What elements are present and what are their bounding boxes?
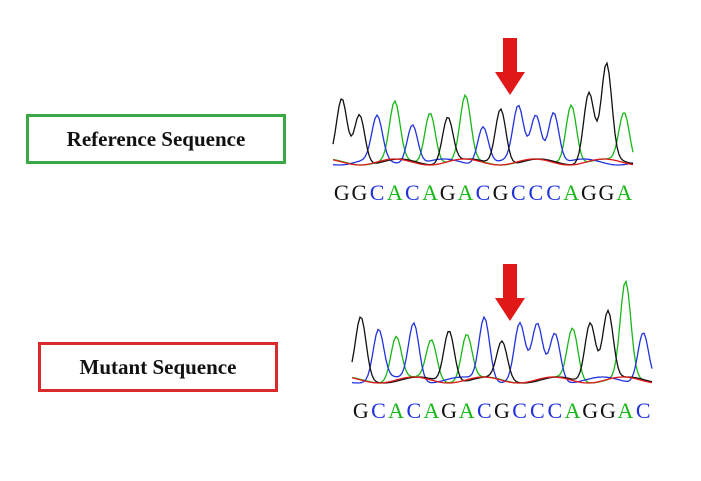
reference-sequence-label-text: Reference Sequence	[66, 126, 246, 151]
reference-base-16: G	[599, 180, 615, 205]
reference-base-12: C	[529, 180, 544, 205]
mutant-base-8: C	[477, 398, 492, 423]
mutant-trace-T	[351, 376, 653, 384]
reference-mutation-arrow	[495, 38, 525, 95]
reference-base-9: C	[476, 180, 491, 205]
reference-trace-C	[332, 104, 634, 166]
reference-traces	[332, 61, 634, 166]
reference-base-7: G	[440, 180, 456, 205]
mutant-base-5: A	[423, 398, 439, 423]
reference-base-6: A	[422, 180, 438, 205]
mutant-base-7: A	[459, 398, 475, 423]
mutant-base-11: C	[530, 398, 545, 423]
mutant-sequence-label: Mutant Sequence	[38, 342, 278, 392]
reference-base-10: G	[493, 180, 509, 205]
mutant-trace-C	[351, 315, 653, 384]
reference-trace-T	[332, 158, 634, 166]
mutant-base-14: G	[582, 398, 598, 423]
mutant-trace-A	[351, 279, 653, 384]
reference-base-3: C	[370, 180, 385, 205]
mutant-base-3: A	[388, 398, 404, 423]
mutant-base-17: C	[636, 398, 651, 423]
reference-sequence-label: Reference Sequence	[26, 114, 286, 164]
reference-base-2: G	[352, 180, 368, 205]
reference-base-17: A	[616, 180, 632, 205]
reference-trace-A	[332, 93, 634, 166]
mutant-base-6: G	[441, 398, 457, 423]
mutant-traces	[351, 279, 653, 384]
reference-base-1: G	[334, 180, 350, 205]
mutant-base-13: A	[565, 398, 581, 423]
reference-base-5: C	[405, 180, 420, 205]
reference-base-13: C	[546, 180, 561, 205]
mutant-base-16: A	[618, 398, 634, 423]
mutant-mutation-arrow	[495, 264, 525, 321]
reference-base-8: A	[457, 180, 473, 205]
mutant-trace-G	[351, 308, 653, 384]
mutant-base-15: G	[600, 398, 616, 423]
reference-trace-G	[332, 61, 634, 166]
reference-base-15: G	[581, 180, 597, 205]
mutant-sequence-label-text: Mutant Sequence	[79, 354, 237, 379]
reference-base-4: A	[387, 180, 403, 205]
mutant-base-12: C	[548, 398, 563, 423]
mutant-base-4: C	[406, 398, 421, 423]
mutant-base-10: C	[512, 398, 527, 423]
reference-base-14: A	[563, 180, 579, 205]
mutant-base-9: G	[494, 398, 510, 423]
mutant-base-1: G	[353, 398, 369, 423]
reference-base-11: C	[511, 180, 526, 205]
mutant-base-2: C	[371, 398, 386, 423]
